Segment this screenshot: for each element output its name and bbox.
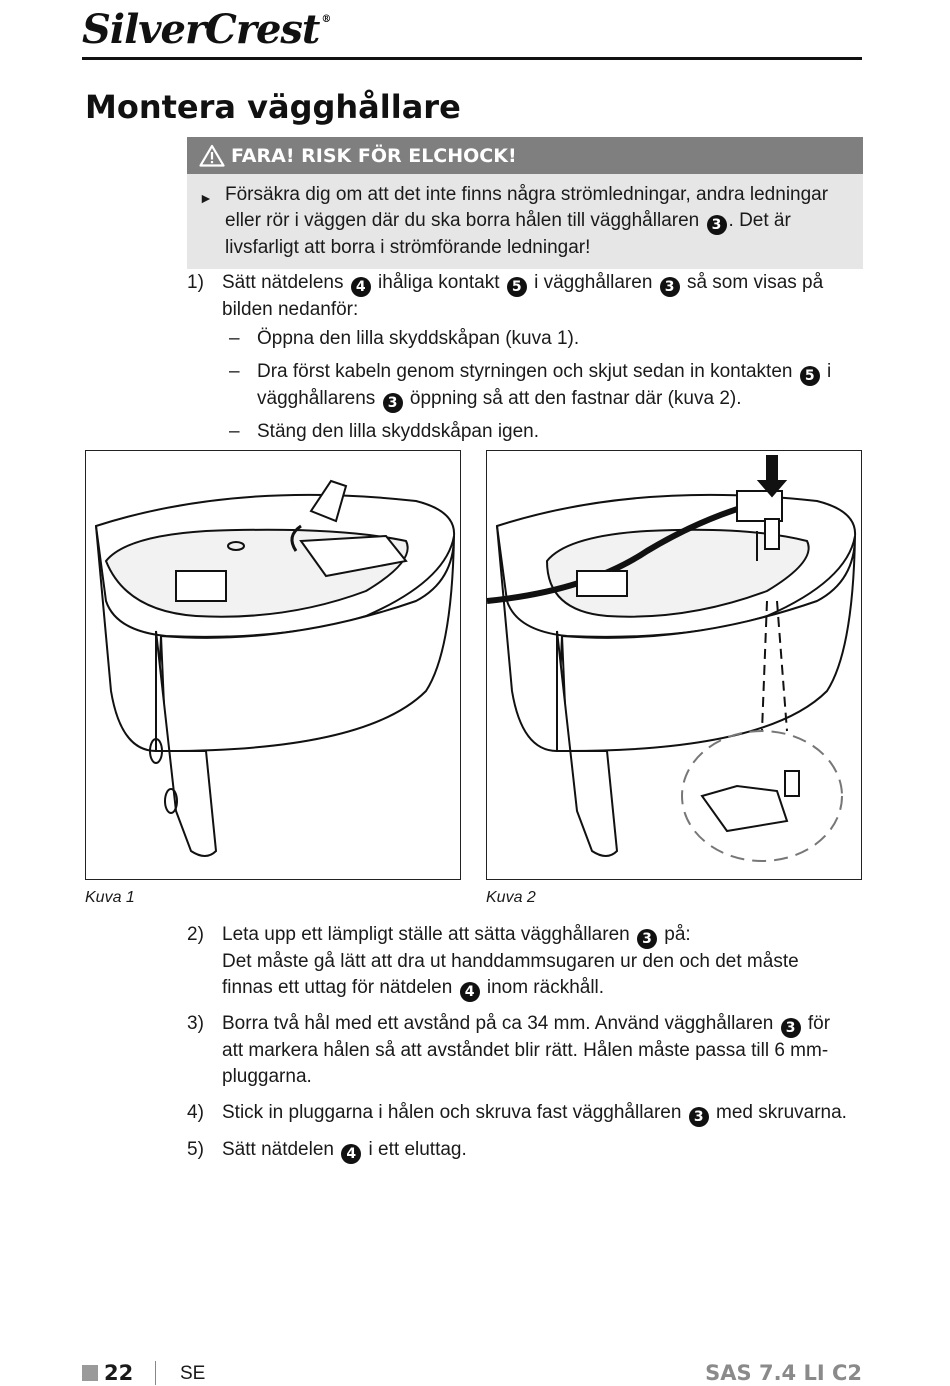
step-3: 3) Borra två hål med ett avstånd på ca 3… [187, 1011, 847, 1090]
ref-badge: 3 [706, 215, 727, 235]
figure-2 [486, 450, 862, 880]
wall-holder-open-cover-illustration [94, 479, 456, 857]
figure-1-caption: Kuva 1 [85, 889, 135, 906]
page-title: Montera vägghållare [85, 88, 461, 126]
step-text: Sätt nätdelens 4 ihåliga kontakt 5 i väg… [222, 272, 824, 320]
warning-box: FARA! RISK FÖR ELCHOCK! ► Försäkra dig o… [187, 137, 863, 269]
bullet-arrow: ► [199, 190, 213, 206]
step-number: 4) [187, 1102, 204, 1123]
substep-3: – Stäng den lilla skyddskåpan igen. [229, 421, 540, 442]
ref-badge: 3 [659, 277, 680, 297]
step-2: 2) Leta upp ett lämpligt ställe att sätt… [187, 922, 852, 1002]
footer-divider [155, 1361, 156, 1385]
step-4: 4) Stick in pluggarna i hålen och skruva… [187, 1100, 857, 1127]
page-number: 22 [104, 1361, 134, 1385]
step-text: Stick in pluggarna i hålen och skruva fa… [222, 1102, 847, 1127]
step-number: 3) [187, 1013, 204, 1034]
warning-triangle-icon [199, 144, 225, 167]
warning-text: Försäkra dig om att det inte finns några… [225, 184, 829, 258]
ref-badge: 3 [780, 1018, 801, 1038]
step-text: Sätt nätdelen 4 i ett eluttag. [222, 1139, 467, 1164]
step-number: 5) [187, 1139, 204, 1160]
ref-badge: 3 [636, 929, 657, 949]
substep-2: – Dra först kabeln genom styrningen och … [229, 361, 832, 413]
ref-badge: 3 [382, 393, 403, 413]
step-number: 1) [187, 272, 204, 293]
ref-badge: 5 [506, 277, 527, 297]
figure-2-caption: Kuva 2 [486, 889, 536, 906]
footer-marker [82, 1365, 98, 1381]
brand-logo: SilverCrest® [82, 6, 331, 53]
substep-1: – Öppna den lilla skyddskåpan (kuva 1). [229, 328, 580, 349]
wall-holder-cable-insert-illustration [487, 455, 857, 862]
warning-header: FARA! RISK FÖR ELCHOCK! [187, 137, 863, 174]
step-number: 2) [187, 924, 204, 945]
ref-badge: 4 [459, 982, 480, 1002]
ref-badge: 4 [341, 1144, 362, 1164]
step-5: 5) Sätt nätdelen 4 i ett eluttag. [187, 1137, 857, 1164]
ref-badge: 4 [350, 277, 371, 297]
step-text: Leta upp ett lämpligt ställe att sätta v… [222, 924, 799, 1002]
warning-body: ► Försäkra dig om att det inte finns någ… [187, 174, 863, 269]
language-code: SE [180, 1363, 206, 1384]
step-1: 1) Sätt nätdelens 4 ihåliga kontakt 5 i … [187, 270, 837, 323]
header-rule [82, 57, 862, 60]
ref-badge: 3 [688, 1107, 709, 1127]
step-text: Borra två hål med ett avstånd på ca 34 m… [222, 1013, 831, 1087]
model-number: SAS 7.4 LI C2 [705, 1361, 862, 1385]
ref-badge: 5 [799, 366, 820, 386]
warning-heading: FARA! RISK FÖR ELCHOCK! [231, 144, 517, 167]
figure-1 [85, 450, 461, 880]
